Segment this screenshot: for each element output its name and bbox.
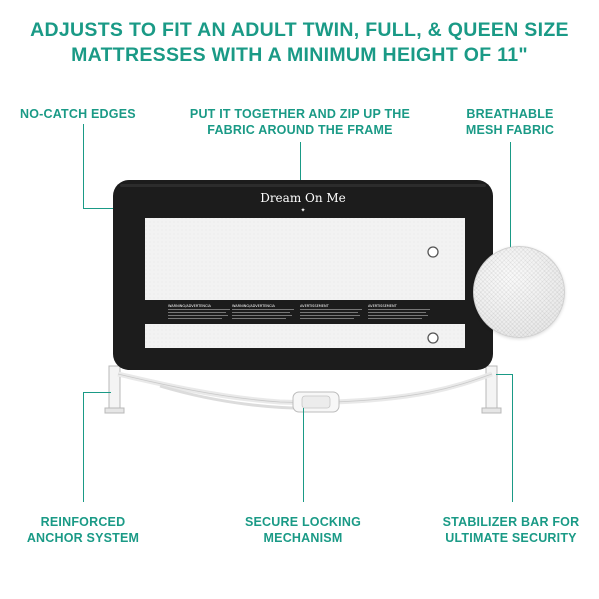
warning-block-3: AVERTISSEMENT — [300, 304, 362, 319]
leader-stabilizer-vertical — [512, 374, 513, 502]
warning-blocks: WARNING/ADVERTENCIA WARNING/ADVERTENCIA … — [168, 304, 430, 319]
left-leg-foot — [104, 407, 125, 414]
brand-star-icon: ✦ — [300, 207, 305, 214]
headline-line-2: MATTRESSES WITH A MINIMUM HEIGHT OF 11" — [71, 44, 528, 66]
callout-anchor-line-1: REINFORCED — [40, 515, 126, 529]
callout-locking: SECURE LOCKING MECHANISM — [230, 514, 376, 546]
callout-assembly-line-2: FABRIC AROUND THE FRAME — [207, 123, 393, 137]
warning-label-4: AVERTISSEMENT — [368, 304, 398, 308]
leader-locking — [303, 408, 304, 502]
warning-label-3: AVERTISSEMENT — [300, 304, 330, 308]
mesh-pointer-dot-bottom — [427, 332, 439, 344]
headline: ADJUSTS TO FIT AN ADULT TWIN, FULL, & QU… — [0, 18, 599, 68]
leader-assembly — [300, 142, 301, 186]
mesh-pointer-dot-top — [427, 246, 439, 258]
headline-line-1: ADJUSTS TO FIT AN ADULT TWIN, FULL, & QU… — [30, 19, 569, 41]
callout-no-catch-edges-text: NO-CATCH EDGES — [20, 107, 136, 121]
warning-block-2: WARNING/ADVERTENCIA — [232, 304, 294, 319]
right-leg-foot — [481, 407, 502, 414]
leader-anchor-vertical — [83, 392, 84, 502]
brand-logo: Dream On Me — [260, 191, 346, 205]
callout-assembly-line-1: PUT IT TOGETHER AND ZIP UP THE — [189, 107, 411, 121]
callout-stabilizer: STABILIZER BAR FOR ULTIMATE SECURITY — [436, 514, 586, 546]
callout-mesh: BREATHABLE MESH FABRIC — [445, 106, 575, 138]
callout-stabilizer-line-2: ULTIMATE SECURITY — [445, 531, 577, 545]
callout-assembly: PUT IT TOGETHER AND ZIP UP THE FABRIC AR… — [175, 106, 425, 138]
callout-locking-line-1: SECURE LOCKING — [244, 515, 361, 529]
leader-stabilizer-horizontal — [496, 374, 512, 375]
callout-anchor-line-2: ANCHOR SYSTEM — [26, 531, 140, 545]
warning-block-4: AVERTISSEMENT — [368, 304, 430, 319]
callout-anchor: REINFORCED ANCHOR SYSTEM — [18, 514, 148, 546]
leader-mesh — [510, 142, 511, 248]
warning-block-1: WARNING/ADVERTENCIA — [168, 304, 230, 319]
warning-label-2: WARNING/ADVERTENCIA — [232, 304, 276, 308]
warning-label-1: WARNING/ADVERTENCIA — [168, 304, 212, 308]
locking-buckle-inner — [301, 395, 331, 409]
leader-no-catch-horizontal — [83, 208, 113, 209]
callout-locking-line-2: MECHANISM — [263, 531, 343, 545]
leader-no-catch-vertical — [83, 124, 84, 208]
callout-mesh-line-2: MESH FABRIC — [465, 123, 555, 137]
leader-anchor-horizontal — [83, 392, 111, 393]
mesh-panel-texture — [145, 218, 465, 348]
callout-stabilizer-line-1: STABILIZER BAR FOR — [442, 515, 580, 529]
mesh-zoom-circle — [473, 246, 565, 338]
callout-mesh-line-1: BREATHABLE — [466, 107, 554, 121]
callout-no-catch-edges: NO-CATCH EDGES — [20, 106, 150, 122]
rail-frame-top-highlight — [120, 184, 486, 187]
